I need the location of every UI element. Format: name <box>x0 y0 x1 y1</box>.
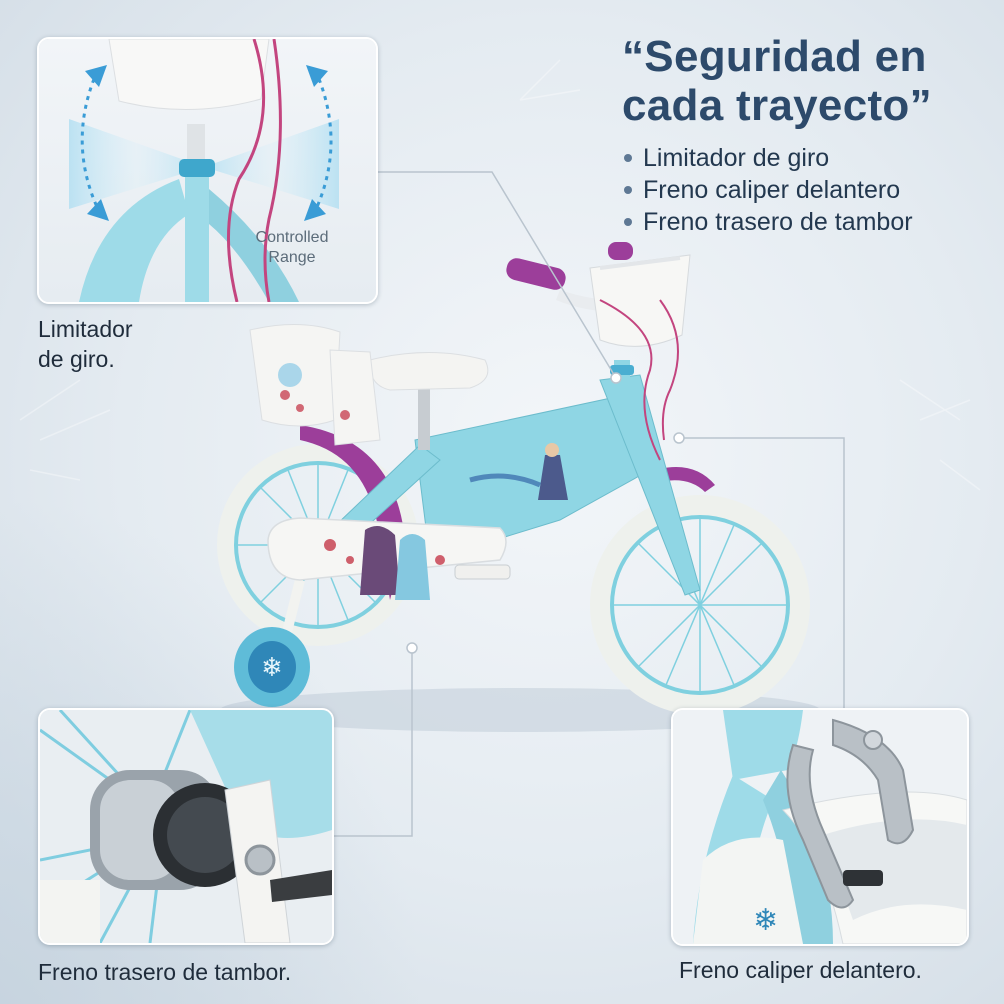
svg-text:❄: ❄ <box>753 903 778 938</box>
bullet-dot-icon <box>624 218 632 226</box>
doll-seat <box>249 324 381 446</box>
controlled-range-line-1: Controlled <box>255 229 329 246</box>
feature-item: Freno trasero de tambor <box>622 206 913 238</box>
svg-text:❄: ❄ <box>261 653 283 683</box>
training-wheel: ❄ <box>234 578 310 707</box>
headline: “Seguridad en cada trayecto” <box>622 32 932 130</box>
steering-limiter-caption: Limitador de giro. <box>38 314 133 374</box>
bullet-dot-icon <box>624 154 632 162</box>
caption-line-1: Limitador <box>38 316 133 342</box>
rear-drum-brake-photo <box>40 710 332 943</box>
feature-item-label: Limitador de giro <box>643 144 830 172</box>
front-wheel <box>590 495 810 715</box>
caption-line-2: de giro. <box>38 346 115 372</box>
front-caliper-brake-photo: ❄ <box>673 710 967 944</box>
front-caliper-brake-inset: ❄ <box>671 708 969 946</box>
basket <box>589 254 691 347</box>
headline-line-2: cada trayecto” <box>622 81 932 130</box>
feature-item: Limitador de giro <box>622 142 913 174</box>
steering-limiter-photo <box>39 39 376 302</box>
rear-drum-brake-caption: Freno trasero de tambor. <box>38 959 292 985</box>
rear-drum-brake-inset <box>38 708 334 945</box>
controlled-range-label: Controlled Range <box>232 228 352 268</box>
steering-limiter-inset <box>37 37 378 304</box>
headline-line-1: “Seguridad en <box>622 32 927 81</box>
feature-item-label: Freno trasero de tambor <box>643 208 913 236</box>
feature-item: Freno caliper delantero <box>622 174 913 206</box>
controlled-range-line-2: Range <box>268 249 316 266</box>
feature-list: Limitador de giro Freno caliper delanter… <box>622 142 913 238</box>
front-caliper-brake-caption: Freno caliper delantero. <box>679 957 922 983</box>
bullet-dot-icon <box>624 186 632 194</box>
feature-item-label: Freno caliper delantero <box>643 176 901 204</box>
bike-frame <box>314 374 701 596</box>
